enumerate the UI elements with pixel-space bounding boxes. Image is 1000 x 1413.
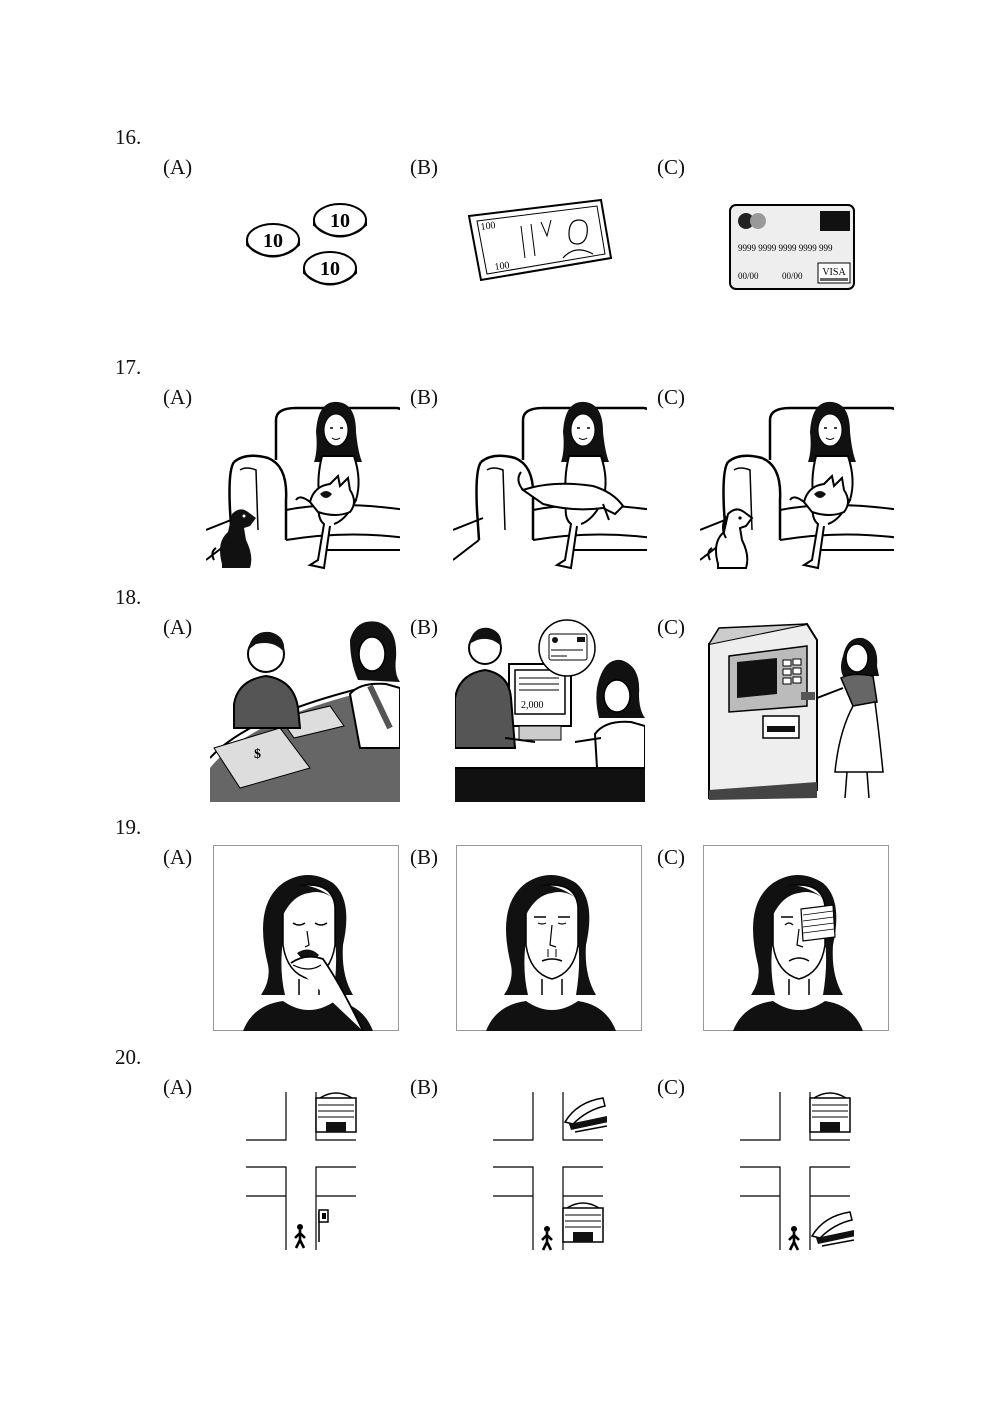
option-a-label[interactable]: (A) xyxy=(163,615,193,639)
atm-keypad xyxy=(782,658,802,685)
question-number: 19. xyxy=(115,815,142,839)
map-b-picture[interactable] xyxy=(493,1092,607,1252)
option-a-label[interactable]: (A) xyxy=(163,1075,193,1099)
woman-yawning-picture[interactable] xyxy=(213,845,399,1031)
train-icon xyxy=(811,1211,854,1247)
atm-screen xyxy=(737,658,777,698)
option-a-label[interactable]: (A) xyxy=(163,155,193,179)
option-c-label[interactable]: (C) xyxy=(657,845,685,869)
coin-face: 10 xyxy=(263,230,283,252)
coin: 10 xyxy=(313,203,367,238)
banknote-value: 100 xyxy=(480,220,496,233)
option-a-label[interactable]: (A) xyxy=(163,385,193,409)
sofa-scene-picture[interactable] xyxy=(453,400,647,575)
credit-card-picture[interactable]: 9999 9999 9999 9999 999 00/00 00/00 VISA xyxy=(728,203,858,293)
card-logo-icon xyxy=(750,213,766,229)
card-logo-icon xyxy=(738,213,754,229)
map-a-picture[interactable] xyxy=(246,1092,360,1252)
option-b-label[interactable]: (B) xyxy=(410,845,438,869)
sofa-scene-picture[interactable] xyxy=(206,400,400,575)
coin: 10 xyxy=(303,251,357,286)
atm-picture[interactable] xyxy=(707,622,887,802)
question-number: 16. xyxy=(115,125,142,149)
coins-picture[interactable]: 10 10 10 xyxy=(240,198,370,298)
map-c-picture[interactable] xyxy=(740,1092,854,1252)
option-a-label[interactable]: (A) xyxy=(163,845,193,869)
eye-bandage xyxy=(800,904,836,942)
svg-text:$: $ xyxy=(254,747,261,762)
option-c-label[interactable]: (C) xyxy=(657,155,685,179)
option-b-label[interactable]: (B) xyxy=(410,1075,438,1099)
building-icon xyxy=(809,1092,851,1133)
walking-person-icon xyxy=(787,1224,801,1252)
card-date-left: 00/00 xyxy=(738,271,759,281)
sofa-scene-picture[interactable] xyxy=(700,400,894,575)
card-number: 9999 9999 9999 9999 999 xyxy=(738,243,833,253)
coin-face: 10 xyxy=(330,210,350,232)
woman-eye-bandage-picture[interactable] xyxy=(703,845,889,1031)
cash-counter-picture[interactable]: $ xyxy=(210,618,400,802)
banknote-value: 100 xyxy=(494,260,510,273)
card-date-right: 00/00 xyxy=(782,271,803,281)
screen-amount: 2,000 xyxy=(521,700,544,711)
option-b-label[interactable]: (B) xyxy=(410,615,438,639)
coin-face: 10 xyxy=(320,258,340,280)
dog-in-lap xyxy=(517,471,625,521)
option-c-label[interactable]: (C) xyxy=(657,615,685,639)
train-icon xyxy=(564,1097,607,1133)
building-icon xyxy=(562,1202,604,1243)
card-brand: VISA xyxy=(822,267,846,278)
option-b-label[interactable]: (B) xyxy=(410,385,438,409)
banknote-picture[interactable]: 100 100 xyxy=(465,196,615,286)
question-number: 20. xyxy=(115,1045,142,1069)
card-chip-icon xyxy=(820,211,850,231)
card-payment-picture[interactable]: 2,000 xyxy=(455,618,645,802)
option-c-label[interactable]: (C) xyxy=(657,385,685,409)
building-icon xyxy=(315,1092,357,1133)
bus-stop-icon xyxy=(318,1209,329,1242)
question-number: 18. xyxy=(115,585,142,609)
question-number: 17. xyxy=(115,355,142,379)
walking-person-icon xyxy=(293,1222,307,1250)
walking-person-icon xyxy=(540,1224,554,1252)
option-b-label[interactable]: (B) xyxy=(410,155,438,179)
option-c-label[interactable]: (C) xyxy=(657,1075,685,1099)
coin: 10 xyxy=(246,223,300,258)
woman-nosebleed-picture[interactable] xyxy=(456,845,642,1031)
